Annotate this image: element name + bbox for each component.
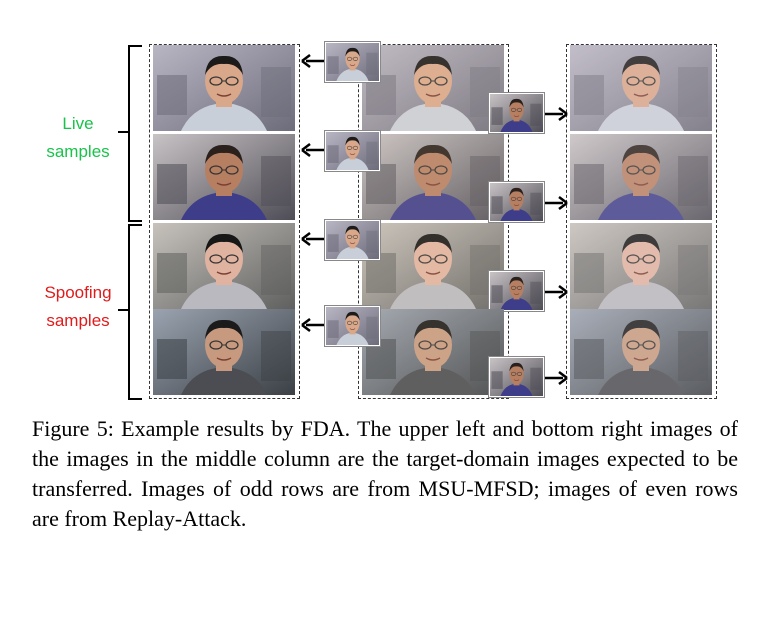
arrow-right-icon (545, 285, 568, 299)
face-photo-row3-col3 (570, 223, 712, 309)
figure-caption: Figure 5: Example results by FDA. The up… (32, 416, 738, 531)
target-thumbnail-upper-row2 (325, 131, 380, 171)
face-photo-row1-col3 (570, 45, 712, 131)
figure: Live samples Spoofing samples (28, 42, 717, 400)
face-photo-row1-col2 (362, 45, 504, 131)
spoof-bracket (128, 224, 142, 400)
face-photo-row4-col3 (570, 309, 712, 395)
target-thumbnail-lower-row2 (489, 182, 544, 222)
live-bracket-tick (118, 131, 130, 133)
target-thumbnail-upper-row1 (325, 42, 380, 82)
spoof-label-line1: Spoofing (44, 283, 112, 302)
target-thumbnail-lower-row4 (489, 357, 544, 397)
arrow-right-icon (545, 196, 568, 210)
spoof-label-line2: samples (46, 311, 110, 330)
spoofing-samples-label: Spoofing samples (28, 279, 128, 335)
face-photo-row3-col1 (153, 223, 295, 309)
live-samples-label: Live samples (28, 110, 128, 166)
live-bracket (128, 45, 142, 222)
arrow-right-icon (545, 107, 568, 121)
right-column-frame (566, 44, 717, 399)
face-photo-row3-col2 (362, 223, 504, 309)
target-thumbnail-lower-row3 (489, 271, 544, 311)
arrow-left-icon (301, 54, 324, 68)
target-thumbnail-upper-row4 (325, 306, 380, 346)
target-thumbnail-upper-row3 (325, 220, 380, 260)
face-photo-row4-col2 (362, 309, 504, 395)
face-photo-row1-col1 (153, 45, 295, 131)
face-photo-row4-col1 (153, 309, 295, 395)
face-photo-row2-col3 (570, 134, 712, 220)
arrow-left-icon (301, 318, 324, 332)
face-photo-row2-col1 (153, 134, 295, 220)
arrow-left-icon (301, 232, 324, 246)
live-label-line2: samples (46, 142, 110, 161)
target-thumbnail-lower-row1 (489, 93, 544, 133)
left-column-frame (149, 44, 300, 399)
spoof-bracket-tick (118, 309, 130, 311)
arrow-left-icon (301, 143, 324, 157)
face-photo-row2-col2 (362, 134, 504, 220)
arrow-right-icon (545, 371, 568, 385)
live-label-line1: Live (62, 114, 94, 133)
